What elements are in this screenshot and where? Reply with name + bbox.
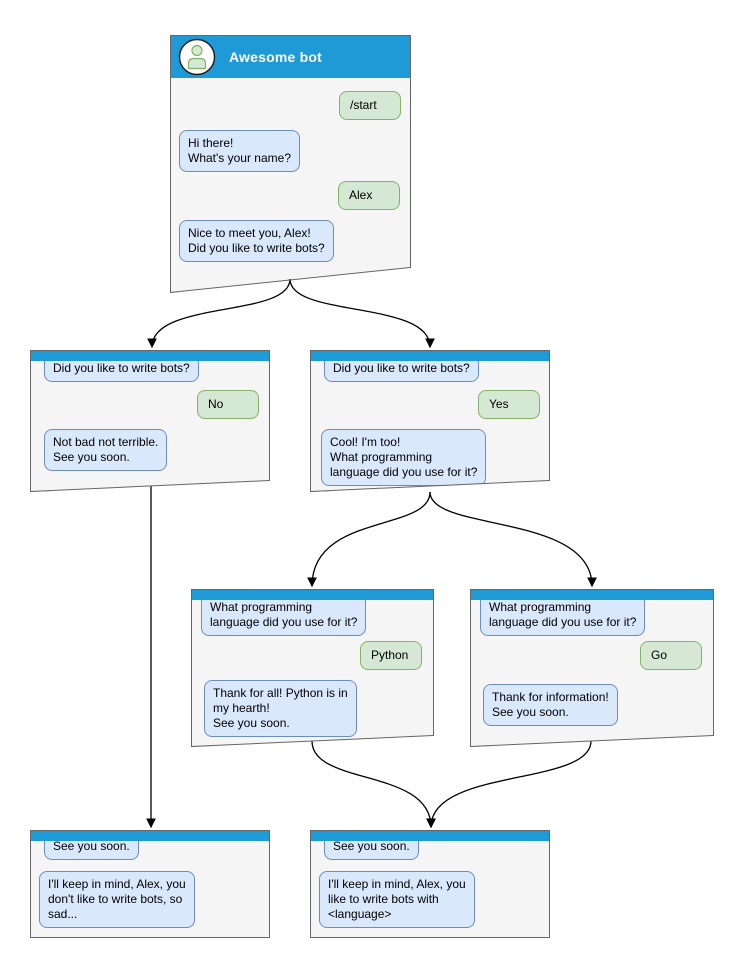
bot-message-bubble: I'll keep in mind, Alex, you don't like …: [39, 871, 195, 928]
window-titlebar: [311, 351, 549, 361]
connector-go-to-end: [426, 740, 592, 829]
bot-avatar-icon: [178, 38, 216, 76]
window-titlebar: [31, 351, 269, 361]
connector-python-to-end: [311, 740, 436, 829]
user-message-bubble: /start: [339, 91, 401, 120]
window-titlebar: Awesome bot: [171, 36, 410, 78]
window-titlebar: [192, 590, 433, 600]
chat-window-go: What programming language did you use fo…: [470, 589, 714, 747]
user-message-bubble: Yes: [478, 390, 540, 419]
bot-message-bubble: Not bad not terrible. See you soon.: [44, 429, 167, 471]
bot-message-bubble: What programming language did you use fo…: [201, 594, 366, 636]
chat-window-python: What programming language did you use fo…: [191, 589, 434, 747]
user-message-bubble: Python: [360, 641, 422, 670]
bot-message-bubble: I'll keep in mind, Alex, you like to wri…: [319, 871, 475, 928]
bot-message-bubble: Thank for information! See you soon.: [483, 684, 618, 726]
bot-message-bubble: Nice to meet you, Alex! Did you like to …: [179, 220, 334, 262]
window-titlebar: [471, 590, 713, 600]
user-message-bubble: Alex: [338, 181, 400, 210]
bot-message-bubble: Thank for all! Python is in my hearth! S…: [204, 680, 357, 737]
window-titlebar: [31, 831, 269, 841]
bot-message-bubble: Hi there! What's your name?: [179, 130, 300, 172]
connector-start-to-yes: [289, 278, 435, 349]
window-title: Awesome bot: [229, 49, 322, 65]
chat-window-end-no: See you soon. I'll keep in mind, Alex, y…: [30, 830, 270, 938]
chat-window-end-yes: See you soon. I'll keep in mind, Alex, y…: [310, 830, 550, 938]
user-message-bubble: Go: [640, 641, 702, 670]
user-message-bubble: No: [197, 390, 259, 419]
connector-yes-to-python: [307, 491, 431, 588]
bot-message-bubble: Cool! I'm too! What programming language…: [321, 429, 486, 486]
chat-window-yes: Did you like to write bots? Yes Cool! I'…: [310, 350, 550, 492]
bot-message-bubble: What programming language did you use fo…: [480, 594, 645, 636]
chat-window-start: Awesome bot /start Hi there! What's your…: [170, 35, 411, 293]
window-titlebar: [311, 831, 549, 841]
chat-window-no: Did you like to write bots? No Not bad n…: [30, 350, 270, 492]
connector-yes-to-go: [429, 491, 597, 588]
